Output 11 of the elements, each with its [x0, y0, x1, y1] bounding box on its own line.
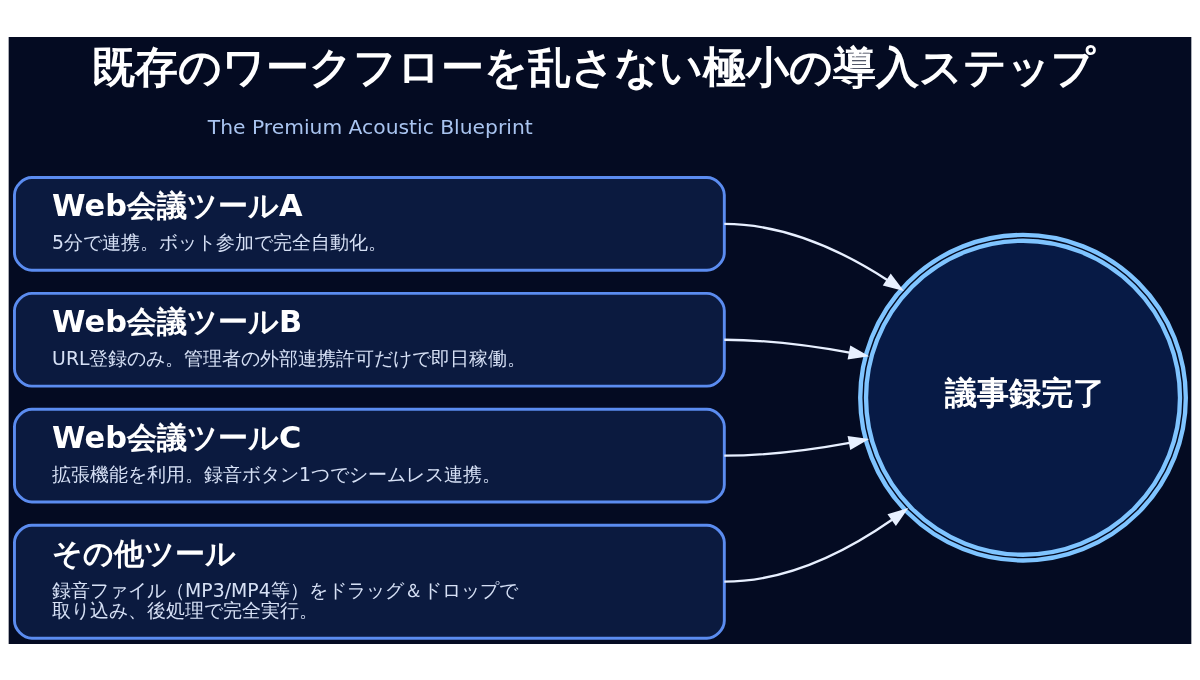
arrow: [724, 507, 909, 583]
node-circle: 議事録完了: [858, 232, 1188, 563]
node-box: Web会議ツールB URL登録のみ。管理者の外部連携許可だけで即日稼働。: [13, 291, 726, 388]
node-box: Web会議ツールA 5分で連携。ボット参加で完全自動化。: [13, 175, 726, 272]
arrow: [724, 338, 870, 360]
arrow: [724, 222, 904, 291]
arrow: [724, 435, 870, 457]
node-box: Web会議ツールC 拡張機能を利用。録音ボタン1つでシームレス連携。: [13, 407, 726, 503]
diagram-title: 既存のワークフローを乱さない極小の導入ステップ: [92, 41, 1096, 92]
label: The Premium Acoustic Blueprint: [207, 114, 533, 139]
node-box: その他ツール 録音ファイル（MP3/MP4等）をドラッグ＆ドロップで取り込み、後処理で完全実行。: [13, 523, 726, 640]
